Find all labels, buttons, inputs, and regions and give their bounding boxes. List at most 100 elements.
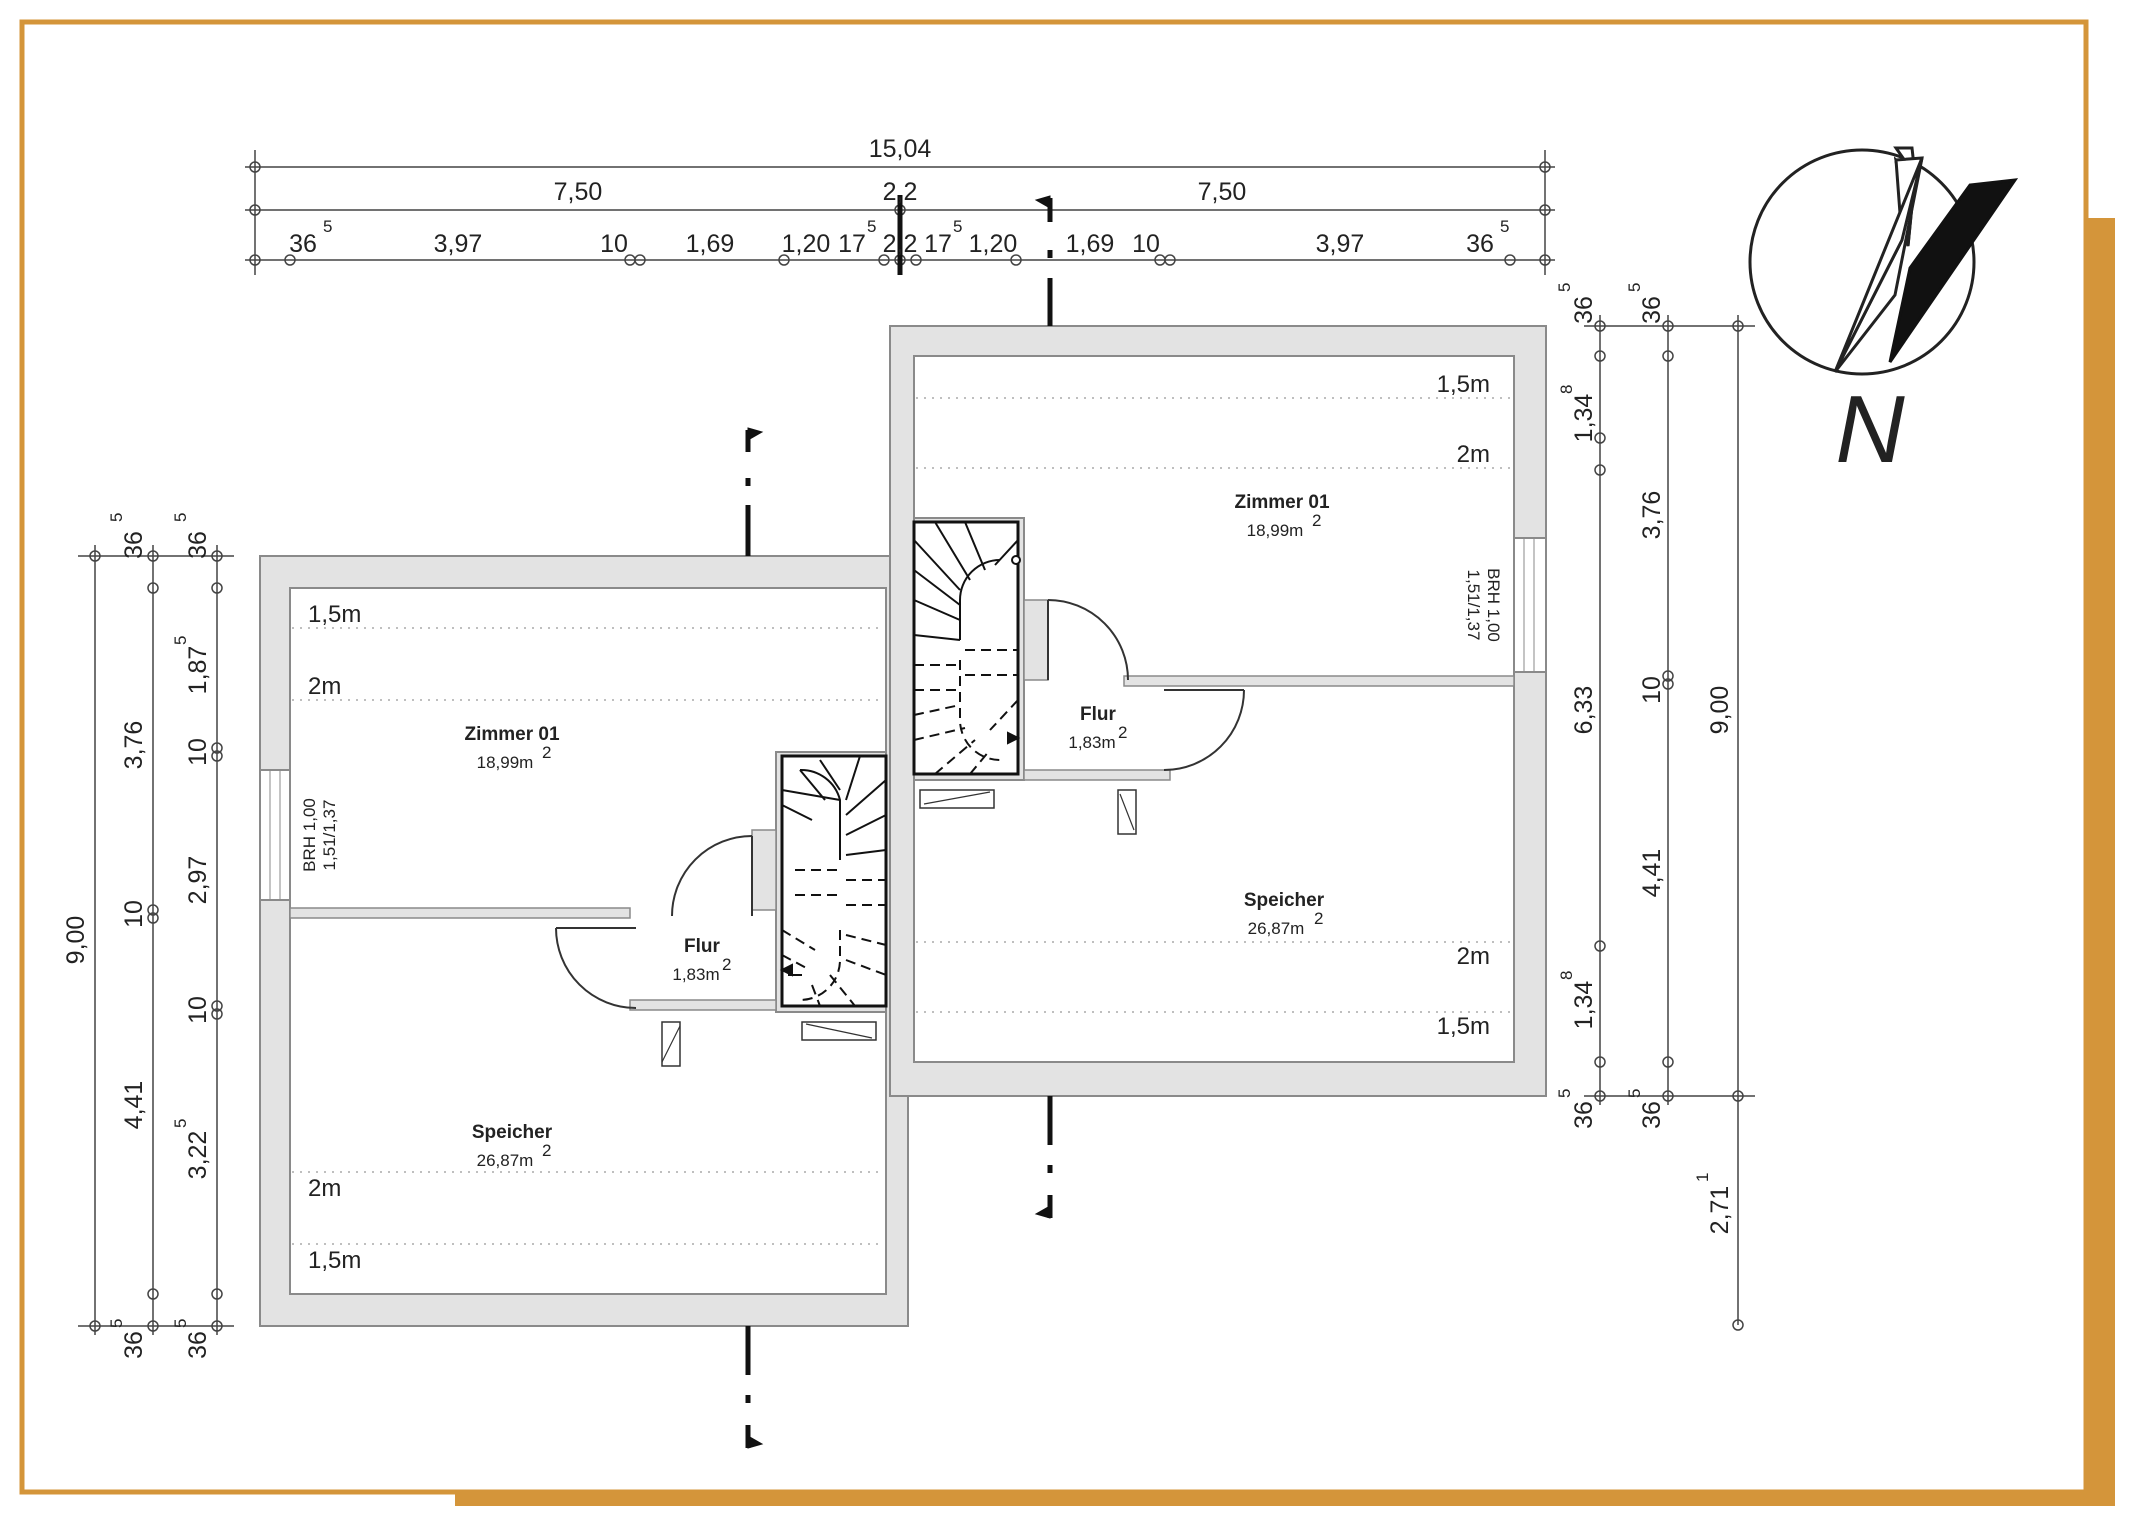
dim-right-inner-1: 1,34 [1570, 394, 1598, 443]
dim-seg-6: 3,97 [1316, 230, 1365, 258]
dim-left-mid-0-sup: 5 [107, 513, 126, 522]
dim-right-extra: 2,71 [1706, 1186, 1734, 1235]
plan-b-room-speicher-area: 26,87m [1248, 919, 1305, 938]
dim-left-inner-1: 1,87 [184, 646, 212, 695]
dim-left-inner-5-sup: 5 [171, 1119, 190, 1128]
left-dimension-chains [78, 545, 234, 1335]
plan-b-height-2-bottom: 2m [1457, 943, 1490, 970]
dim-wall-left-sup: 5 [323, 217, 332, 236]
plan-a-height-lines [292, 627, 884, 1245]
plan-b-window-brh: BRH 1,00 [1484, 568, 1503, 642]
plan-a-height-15-bottom: 1,5m [308, 1247, 361, 1274]
north-arrow-icon [1748, 146, 2019, 376]
dim-right-inner-3-sup: 8 [1557, 971, 1576, 980]
top-dimension-labels: 15,04 7,50 2,2 7,50 36 5 3,97 10 1,69 1,… [289, 135, 1509, 258]
dim-left-inner-2: 10 [184, 738, 212, 766]
plan-a-room-flur-area: 1,83m [672, 965, 719, 984]
dim-right-mid-0: 36 [1638, 296, 1666, 324]
plan-b-staircase [913, 521, 1021, 775]
dim-left-mid-3: 4,41 [120, 1081, 148, 1130]
plan-a-staircase [779, 755, 887, 1007]
right-dimension-chains [1584, 315, 1755, 1331]
top-dimension-chains [245, 150, 1555, 275]
dim-right-mid-0-sup: 5 [1625, 283, 1644, 292]
dim-half-left: 7,50 [554, 178, 603, 206]
plan-b-height-lines [916, 397, 1512, 1013]
plan-a-window-size: 1,51/1,37 [320, 800, 339, 871]
compass: N [1748, 146, 2019, 483]
dim-wall-left: 36 [289, 230, 317, 258]
plan-a-window-brh: BRH 1,00 [300, 798, 319, 872]
dim-overall-width: 15,04 [869, 135, 932, 163]
plan-a-room-flur-name: Flur [684, 936, 720, 957]
dim-seg-5: 1,69 [1066, 230, 1115, 258]
plan-b-room-flur-area: 1,83m [1068, 733, 1115, 752]
plan-a-room-speicher-name: Speicher [472, 1122, 553, 1143]
dim-left-mid-2: 10 [120, 900, 148, 928]
plan-a-room-flur-area-sup: 2 [722, 955, 731, 974]
dim-wall-right-sup: 5 [1500, 217, 1509, 236]
plan-a-room-zimmer-area-sup: 2 [542, 743, 551, 762]
dim-left-inner-6: 36 [184, 1331, 212, 1359]
dim-right-inner-4: 36 [1570, 1101, 1598, 1129]
plan-b-window-size: 1,51/1,37 [1464, 570, 1483, 641]
plan-a: 1,5m 2m 2m 1,5m BRH 1,00 1,51/1,37 Zimme… [259, 427, 909, 1449]
dim-gap-2: 10 [1132, 230, 1160, 258]
plan-b-room-flur-name: Flur [1080, 704, 1116, 725]
dim-seg-4: 1,20 [969, 230, 1018, 258]
dim-center: 2,2 [883, 178, 918, 206]
plan-b-room-zimmer-area-sup: 2 [1312, 511, 1321, 530]
plan-b-room-speicher-area-sup: 2 [1314, 909, 1323, 928]
dim-seg-3: 1,20 [782, 230, 831, 258]
plan-a-section-line [745, 427, 764, 1449]
dim-right-outer: 9,00 [1706, 686, 1734, 735]
dim-right-inner-3: 1,34 [1570, 981, 1598, 1030]
dim-c2: 2,2 [883, 230, 918, 258]
dim-seg-1: 3,97 [434, 230, 483, 258]
dim-c1: 17 [838, 230, 866, 258]
left-dimension-labels: 9,00 36 5 3,76 10 4,41 36 5 36 5 1,87 5 … [62, 513, 212, 1359]
dim-right-inner-0-sup: 5 [1555, 283, 1574, 292]
plan-a-window [259, 769, 291, 901]
dim-right-extra-sup: 1 [1693, 1173, 1712, 1182]
dim-right-mid-4-sup: 5 [1625, 1089, 1644, 1098]
dim-left-inner-0-sup: 5 [171, 513, 190, 522]
dim-seg-2: 1,69 [686, 230, 735, 258]
plan-a-height-2-top: 2m [308, 673, 341, 700]
plan-a-room-speicher-area-sup: 2 [542, 1141, 551, 1160]
plan-b-room-speicher-name: Speicher [1244, 890, 1325, 911]
dim-gap-1: 10 [600, 230, 628, 258]
plan-b-room-zimmer-name: Zimmer 01 [1234, 492, 1329, 513]
plan-b-room-flur-area-sup: 2 [1118, 723, 1127, 742]
dim-c3-sup: 5 [953, 217, 962, 236]
dim-left-outer: 9,00 [62, 916, 90, 965]
dim-left-inner-1-sup: 5 [171, 636, 190, 645]
dim-left-inner-4: 10 [184, 996, 212, 1024]
plan-b-height-2-top: 2m [1457, 441, 1490, 468]
dim-left-inner-0: 36 [184, 531, 212, 559]
dim-left-mid-1: 3,76 [120, 721, 148, 770]
dim-left-inner-5: 3,22 [184, 1131, 212, 1180]
dim-half-right: 7,50 [1198, 178, 1247, 206]
compass-label: N [1835, 376, 1905, 483]
plan-a-height-2-bottom: 2m [308, 1175, 341, 1202]
plan-b-window [1513, 537, 1547, 673]
dim-right-mid-2: 10 [1638, 676, 1666, 704]
right-dimension-labels: 36 5 1,34 8 6,33 1,34 8 36 5 36 5 3,76 1… [1555, 283, 1734, 1235]
dim-left-mid-4: 36 [120, 1331, 148, 1359]
plan-a-height-15-top: 1,5m [308, 601, 361, 628]
plan-b-height-15-top: 1,5m [1437, 371, 1490, 398]
plan-b-section-line [1034, 195, 1053, 1219]
plan-b-room-zimmer-area: 18,99m [1247, 521, 1304, 540]
dim-c1-sup: 5 [867, 217, 876, 236]
dim-left-inner-3: 2,97 [184, 856, 212, 905]
dim-left-mid-0: 36 [120, 531, 148, 559]
plan-a-room-zimmer-area: 18,99m [477, 753, 534, 772]
plan-b: 1,5m 2m 2m 1,5m BRH 1,00 1,51/1,37 Zimme… [889, 195, 1547, 1219]
plan-a-room-speicher-area: 26,87m [477, 1151, 534, 1170]
dim-right-mid-1: 3,76 [1638, 491, 1666, 540]
dim-right-inner-4-sup: 5 [1555, 1089, 1574, 1098]
dim-c3: 17 [924, 230, 952, 258]
dim-right-inner-1-sup: 8 [1557, 385, 1576, 394]
